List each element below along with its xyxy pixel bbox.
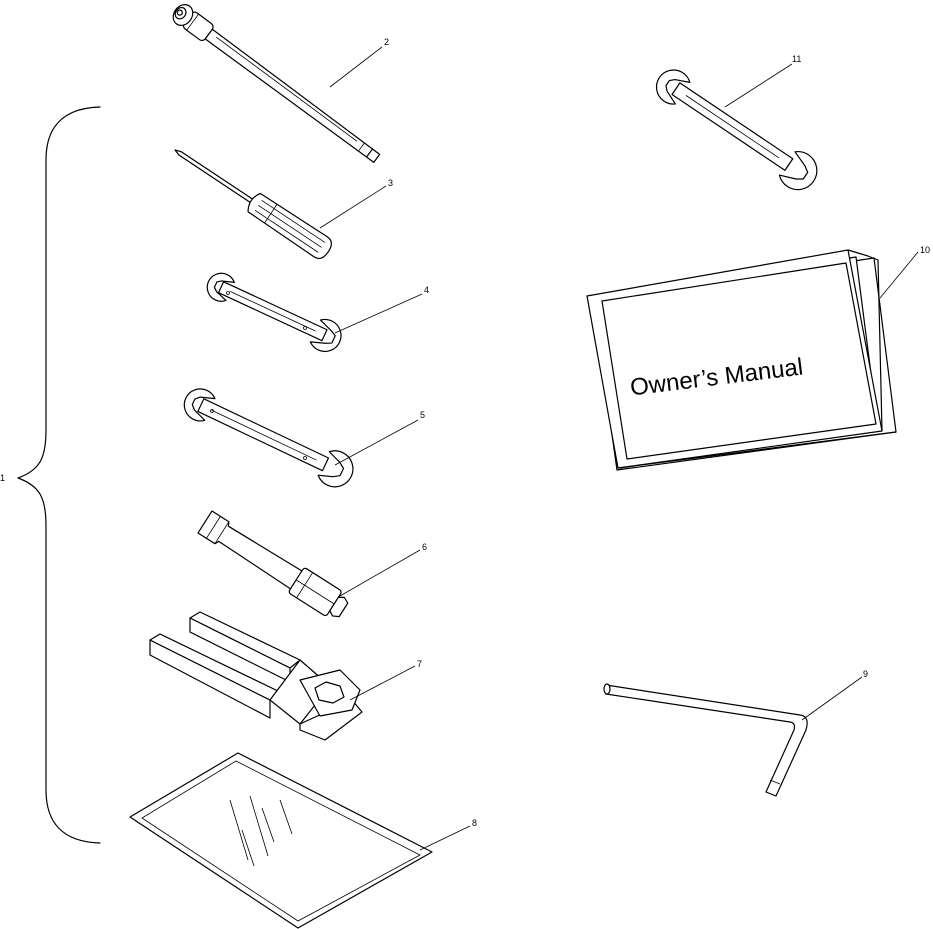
callout-10: 10 [920,245,930,255]
leader-2 [329,46,383,88]
tool-pouch-icon [129,752,433,929]
leader-10 [879,251,919,299]
screwdriver-icon [174,149,332,260]
callout-11: 11 [792,54,801,64]
leader-6 [339,549,421,597]
leader-3 [319,185,387,229]
callout-5: 5 [420,410,425,420]
hex-key-icon [603,683,808,797]
leader-11 [724,63,793,108]
callout-2: 2 [384,37,389,47]
tire-pressure-gauge-icon [172,4,381,163]
open-end-wrench-small-icon [206,272,342,353]
leader-8 [419,825,471,851]
open-end-wrench-medium-icon [183,388,354,488]
callout-8: 8 [472,818,477,828]
callout-6: 6 [422,542,427,552]
callout-9: 9 [863,669,868,679]
callout-3: 3 [388,178,393,188]
leader-7 [349,665,416,701]
spark-plug-socket-icon [197,510,349,618]
leader-9 [801,676,863,721]
owners-manual-icon: Owner’s Manual [586,249,897,471]
callout-1: 1 [0,473,5,483]
leader-4 [334,293,423,334]
leader-5 [334,419,419,466]
callout-4: 4 [424,285,429,295]
open-end-wrench-large-icon [655,69,818,191]
combination-tool-icon [149,611,363,741]
callout-7: 7 [417,659,422,669]
group-brace [17,106,101,844]
